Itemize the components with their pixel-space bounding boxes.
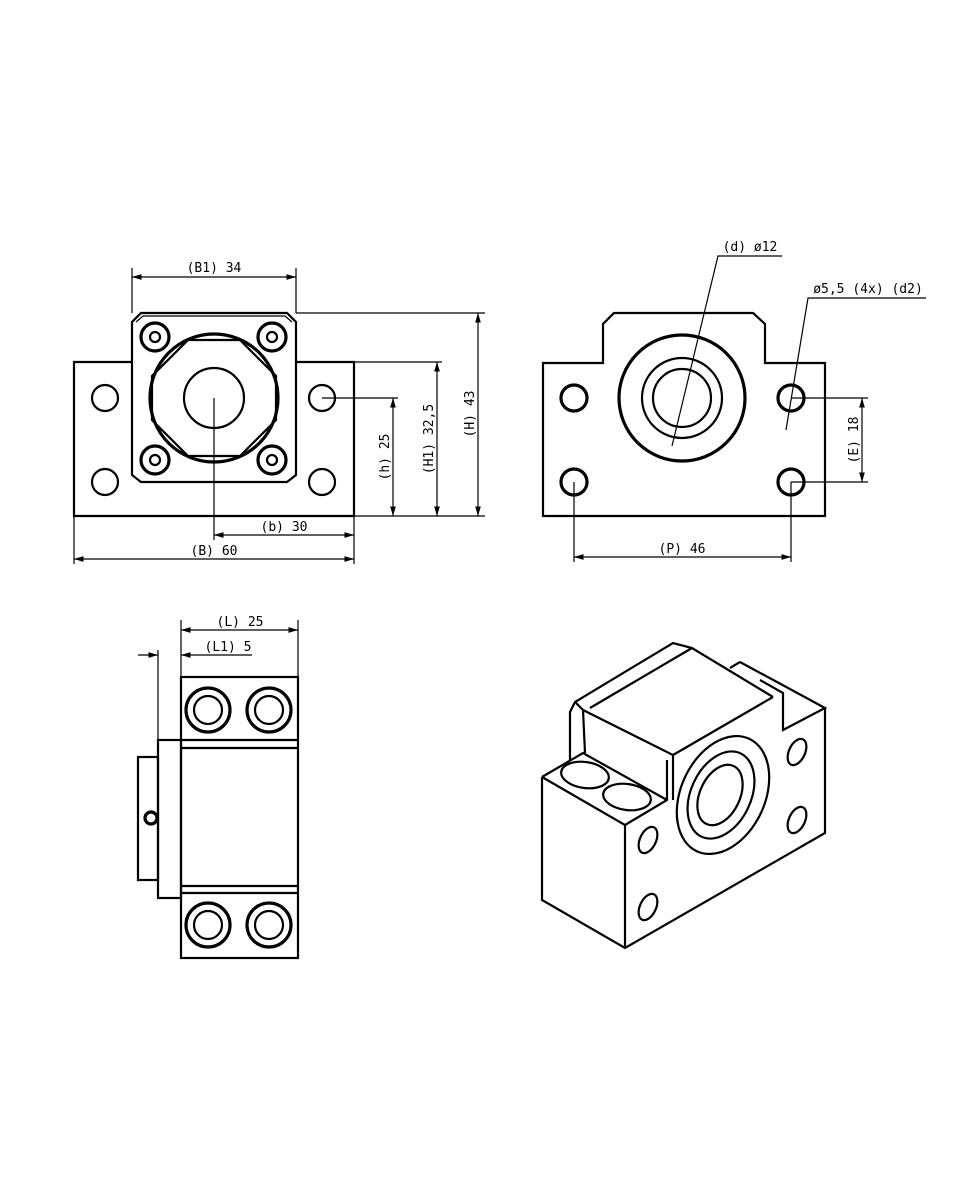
dim-H1: (H1) 32,5 — [422, 404, 437, 474]
rear-outline — [541, 311, 827, 518]
dim-h: (h) 25 — [378, 434, 393, 481]
screw-holes — [139, 321, 288, 476]
dim-b1: (B1) 34 — [187, 261, 242, 276]
dim-b: (b) 30 — [261, 520, 308, 535]
dim-d: (d) ø12 — [723, 240, 778, 255]
side-view: (L) 25 (L1) 5 — [136, 615, 300, 960]
dim-H: (H) 43 — [463, 391, 478, 438]
dim-d2: ø5,5 (4x) (d2) — [813, 282, 923, 297]
octagon-nut — [150, 338, 278, 458]
isometric-view — [540, 641, 828, 950]
dim-L: (L) 25 — [217, 615, 264, 630]
side-screw-heads — [184, 686, 293, 949]
rear-view: (d) ø12 ø5,5 (4x) (d2) (E) 18 (P) 46 — [541, 240, 926, 562]
top-block — [130, 311, 298, 484]
dim-P: (P) 46 — [659, 542, 706, 557]
dim-B: (B) 60 — [191, 544, 238, 559]
front-view: (B1) 34 (b) 30 (B) 60 (h) 25 (H1) 32,5 (… — [72, 261, 485, 564]
dim-E: (E) 18 — [847, 417, 862, 464]
dim-L1: (L1) 5 — [205, 640, 252, 655]
set-screw — [143, 810, 159, 826]
